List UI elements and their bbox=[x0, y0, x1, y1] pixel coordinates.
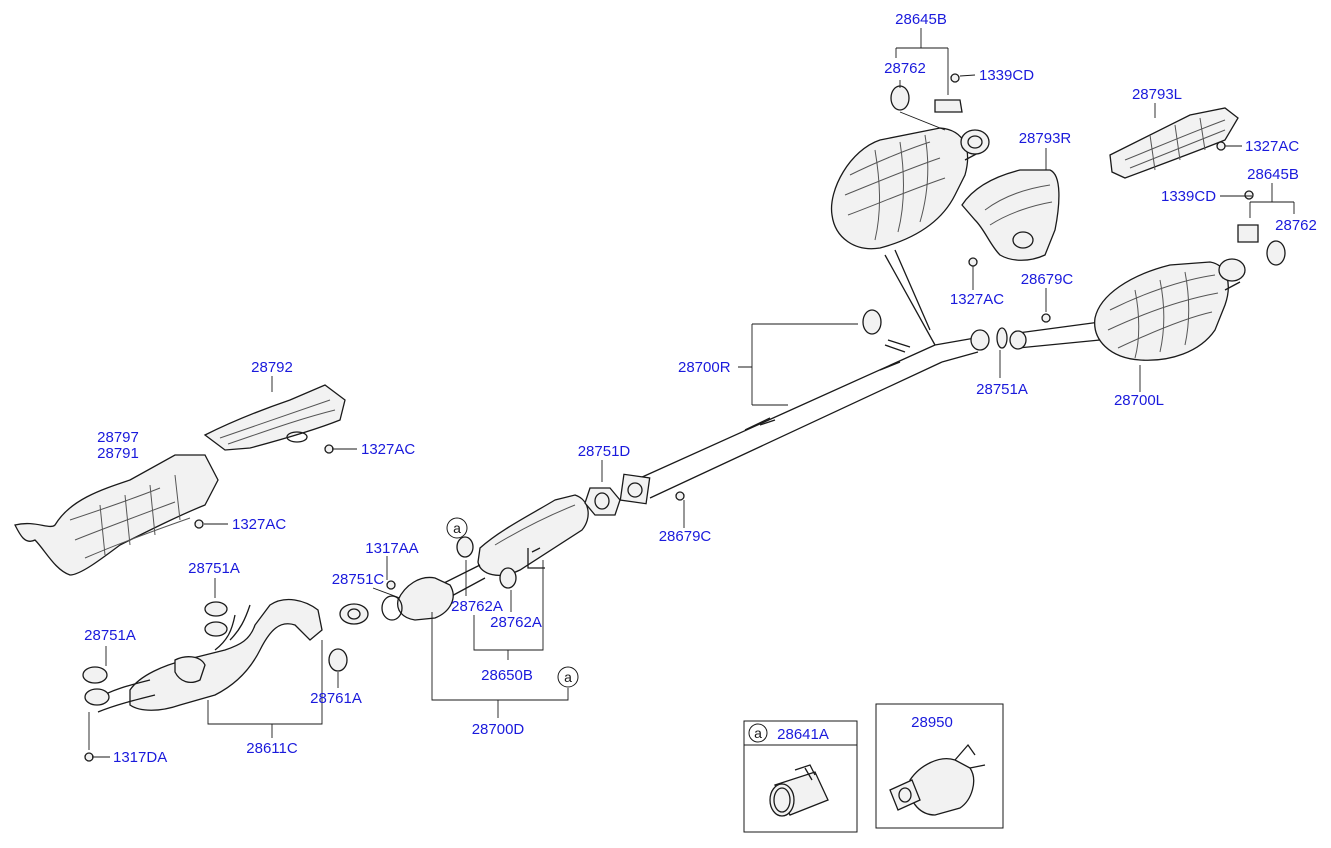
inset-box-28641A: a bbox=[743, 720, 858, 833]
callout-a-left: a bbox=[446, 517, 468, 539]
label-1327AC-r1: 1327AC bbox=[1245, 138, 1299, 155]
label-1317DA: 1317DA bbox=[113, 749, 167, 766]
label-28762-r: 28762 bbox=[1275, 217, 1317, 234]
svg-text:a: a bbox=[564, 669, 572, 685]
muffler-left bbox=[830, 127, 990, 250]
heat-shield-28793R bbox=[961, 169, 1060, 261]
label-28700L: 28700L bbox=[1114, 392, 1164, 409]
label-28751A-l1: 28751A bbox=[188, 560, 240, 577]
label-28793R: 28793R bbox=[1019, 130, 1072, 147]
label-28762A-1: 28762A bbox=[451, 598, 503, 615]
hangers bbox=[328, 85, 1286, 672]
label-28700D: 28700D bbox=[472, 721, 525, 738]
label-28761A: 28761A bbox=[310, 690, 362, 707]
label-1317AA: 1317AA bbox=[365, 540, 418, 557]
label-28751D: 28751D bbox=[578, 443, 631, 460]
label-28762A-2: 28762A bbox=[490, 614, 542, 631]
label-1327AC-mid: 1327AC bbox=[950, 291, 1004, 308]
label-28611C: 28611C bbox=[246, 740, 298, 757]
label-1339CD-r: 1339CD bbox=[1161, 188, 1216, 205]
label-28641A: 28641A bbox=[777, 726, 829, 743]
label-1327AC-l1: 1327AC bbox=[361, 441, 415, 458]
label-28762-top: 28762 bbox=[884, 60, 926, 77]
center-converter-28700D bbox=[381, 494, 589, 621]
label-1327AC-l2: 1327AC bbox=[232, 516, 286, 533]
label-28679C-top: 28679C bbox=[1021, 271, 1074, 288]
label-28793L: 28793L bbox=[1132, 86, 1182, 103]
inset-box-28950 bbox=[875, 703, 1004, 829]
heat-shield-28791 bbox=[14, 454, 219, 576]
muffler-right bbox=[1094, 258, 1246, 361]
svg-text:a: a bbox=[453, 520, 461, 536]
svg-text:a: a bbox=[754, 725, 762, 741]
label-28791: 28791 bbox=[97, 445, 139, 462]
front-pipe-28611C bbox=[82, 598, 323, 713]
callout-a-right: a bbox=[557, 666, 579, 688]
label-28700R: 28700R bbox=[678, 359, 731, 376]
part-labels: 28645B 28762 1339CD 28793L 1327AC 28793R… bbox=[84, 11, 1317, 766]
label-28751C: 28751C bbox=[332, 571, 385, 588]
center-pipe bbox=[639, 339, 943, 499]
label-28645B-r: 28645B bbox=[1247, 166, 1299, 183]
label-28645B-top: 28645B bbox=[895, 11, 947, 28]
label-28751A-r: 28751A bbox=[976, 381, 1028, 398]
label-28751A-l2: 28751A bbox=[84, 627, 136, 644]
heat-shield-28792 bbox=[203, 384, 346, 451]
label-28797: 28797 bbox=[97, 429, 139, 446]
label-28950: 28950 bbox=[911, 714, 953, 731]
label-28650B: 28650B bbox=[481, 667, 533, 684]
label-28792: 28792 bbox=[251, 359, 293, 376]
label-28679C-bot: 28679C bbox=[659, 528, 712, 545]
leader-lines bbox=[88, 28, 1295, 758]
label-1339CD-top: 1339CD bbox=[979, 67, 1034, 84]
flange-28751D bbox=[584, 473, 651, 516]
y-split-pipes bbox=[884, 249, 1101, 363]
heat-shield-28793L bbox=[1109, 107, 1239, 179]
